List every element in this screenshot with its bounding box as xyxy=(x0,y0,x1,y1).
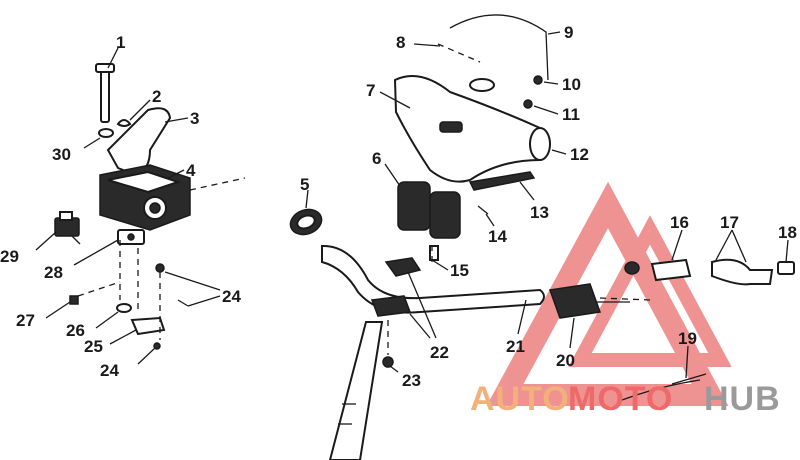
callout-26: 26 xyxy=(66,321,85,340)
callout-2: 2 xyxy=(152,87,161,106)
callout-20: 20 xyxy=(556,351,575,370)
callout-28: 28 xyxy=(44,263,63,282)
callout-13: 13 xyxy=(530,203,549,222)
callout-19: 19 xyxy=(678,329,697,348)
watermark-moto: MOTO xyxy=(568,380,673,418)
callout-30: 30 xyxy=(52,145,71,164)
watermark-hub: HUB xyxy=(704,380,781,418)
callout-23: 23 xyxy=(402,371,421,390)
callout-5: 5 xyxy=(300,175,309,194)
right-controls xyxy=(548,258,795,401)
callout-11: 11 xyxy=(562,105,580,124)
handlebar-pad xyxy=(393,14,551,239)
handlebar-assembly xyxy=(321,244,545,460)
callout-16: 16 xyxy=(670,213,689,232)
callout-24-b: 24 xyxy=(100,361,119,380)
callout-8: 8 xyxy=(396,33,405,52)
callout-9: 9 xyxy=(564,23,573,42)
callout-14: 14 xyxy=(488,227,507,246)
callout-21: 21 xyxy=(506,337,525,356)
callout-3: 3 xyxy=(190,109,199,128)
callout-18: 18 xyxy=(778,223,797,242)
callout-29: 29 xyxy=(0,247,19,266)
callout-22: 22 xyxy=(430,343,449,362)
housing-assembly xyxy=(54,63,246,350)
callout-labels: 1 2 3 4 5 6 7 8 9 10 11 12 13 14 15 16 1… xyxy=(0,23,797,390)
grip-ring xyxy=(289,208,323,236)
callout-24: 24 xyxy=(222,287,241,306)
watermark-auto: AUTO xyxy=(470,380,570,418)
callout-17: 17 xyxy=(720,213,739,232)
callout-4: 4 xyxy=(186,161,196,180)
leader-lines xyxy=(35,31,789,379)
callout-25: 25 xyxy=(84,337,103,356)
callout-1: 1 xyxy=(116,33,125,52)
callout-12: 12 xyxy=(570,145,589,164)
callout-7: 7 xyxy=(366,81,375,100)
callout-6: 6 xyxy=(372,149,381,168)
watermark-text: AUTO MOTO HUB xyxy=(470,380,781,418)
callout-15: 15 xyxy=(450,261,469,280)
callout-10: 10 xyxy=(562,75,581,94)
callout-27: 27 xyxy=(16,311,35,330)
